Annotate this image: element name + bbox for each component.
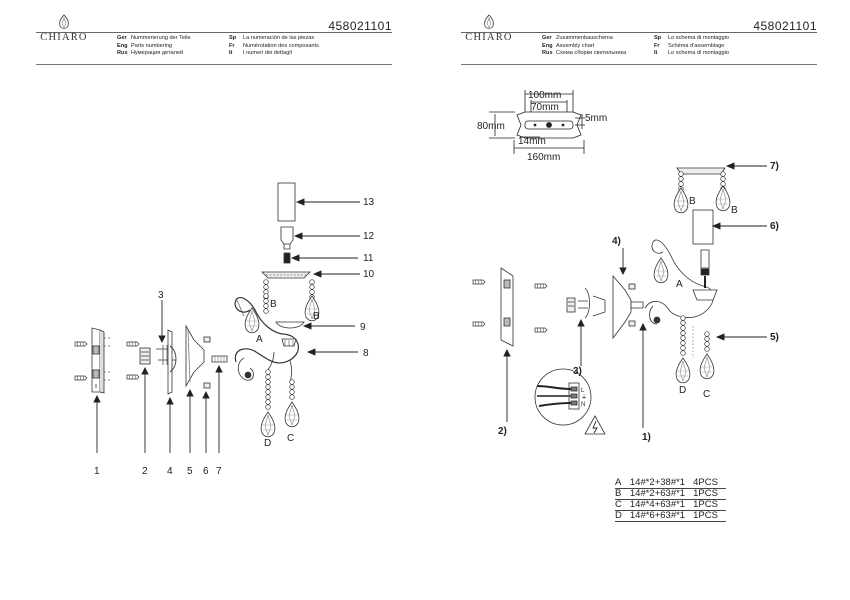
table-cell: B [615, 488, 630, 500]
dimension-label: 70mm [531, 102, 559, 113]
brand-name: CHIARO [40, 32, 88, 43]
part-label: 9 [360, 322, 366, 333]
table-cell: A [615, 478, 630, 489]
wiring-labels: L ⏚ N [581, 388, 587, 408]
table-cell: D [615, 510, 630, 522]
dimension-labels: 100mm 70mm 5mm 80mm 14mm 160mm [477, 90, 607, 163]
part-label: 3 [158, 290, 164, 301]
part-label: 8 [363, 348, 369, 359]
mounting-plate-dimensions [489, 90, 585, 154]
header-rule [36, 32, 392, 33]
part-label: 11 [363, 253, 374, 264]
dimension-label: 80mm [477, 121, 505, 132]
crystal-label: B [731, 205, 738, 216]
table-cell: 14#*2+38#*1 [629, 478, 694, 489]
step-label: 5) [770, 332, 779, 343]
part-label: 10 [363, 269, 375, 280]
crystal-label: A [676, 279, 683, 290]
crystal-label: B [270, 299, 277, 310]
table-cell: 14#*6+63#*1 [629, 510, 694, 522]
crystal-label: A [256, 334, 263, 345]
dimension-label: 100mm [528, 90, 561, 101]
step-label: 6) [770, 221, 779, 232]
table-row: D 14#*6+63#*1 1PCS [615, 510, 726, 522]
table-cell: 1PCS [693, 499, 726, 511]
crystal-label: C [703, 389, 710, 400]
part-label: 2 [142, 466, 148, 477]
table-cell: 1PCS [693, 488, 726, 500]
wall-plate [91, 327, 105, 394]
wiring-label: N [581, 402, 585, 408]
crystal-parts-table: A 14#*2+38#*1 4PCS B 14#*2+63#*1 1PCS C … [615, 478, 726, 522]
table-row: A 14#*2+38#*1 4PCS [615, 478, 726, 489]
dimension-label: 5mm [585, 113, 607, 124]
brand-logo: CHIARO [36, 14, 92, 43]
crystal-label: C [287, 433, 294, 444]
crystal-label: B [689, 196, 696, 207]
table-row: C 14#*4+63#*1 1PCS [615, 499, 726, 511]
part-number-labels: 1 2 3 4 5 6 7 8 9 10 11 12 13 [94, 197, 375, 477]
part-label: 12 [363, 231, 375, 242]
dimension-label: 160mm [527, 152, 560, 163]
part-label: 13 [363, 197, 375, 208]
table-cell: 1PCS [693, 510, 726, 522]
step-label: 2) [498, 426, 507, 437]
crystal-labels: A B B C D [256, 299, 320, 449]
table-row: B 14#*2+63#*1 1PCS [615, 488, 726, 500]
part-label: 6 [203, 466, 209, 477]
crystal-labels: A B B C D [676, 196, 738, 400]
table-cell: 14#*2+63#*1 [629, 488, 694, 500]
dimension-label: 14mm [518, 136, 546, 147]
part-label: 1 [94, 466, 100, 477]
brand-name: CHIARO [465, 32, 513, 43]
step-label: 3) [573, 366, 582, 377]
crystal-label: D [679, 385, 686, 396]
assembly-drawing: 100mm 70mm 5mm 80mm 14mm 160mm [472, 90, 779, 443]
wiring-label: ⏚ [581, 394, 587, 401]
part-label: 5 [187, 466, 193, 477]
header-rule [461, 32, 817, 33]
part-label: 7 [216, 466, 222, 477]
table-cell: 14#*4+63#*1 [629, 499, 694, 511]
crystal-label: D [264, 438, 271, 449]
table-cell: C [615, 499, 630, 511]
wiring-label: L [581, 388, 585, 394]
article-code: 458021101 [328, 19, 392, 33]
step-labels: 1) 2) 3) 4) 5) 6) 7) [498, 161, 779, 443]
crystal-label: B [313, 311, 320, 322]
part-label: 4 [167, 466, 173, 477]
step-label: 1) [642, 432, 651, 443]
brand-emblem-icon [59, 14, 69, 29]
header-rule-bottom [36, 64, 392, 65]
step-label: 7) [770, 161, 779, 172]
table-cell: 4PCS [693, 478, 726, 489]
brand-emblem-icon [484, 14, 494, 29]
brand-logo: CHIARO [461, 14, 517, 43]
step-label: 4) [612, 236, 621, 247]
exploded-parts-drawing: 1 2 3 4 5 6 7 8 9 10 11 12 13 A B B C D [74, 182, 375, 477]
article-code: 458021101 [753, 19, 817, 33]
header-rule-bottom [461, 64, 817, 65]
